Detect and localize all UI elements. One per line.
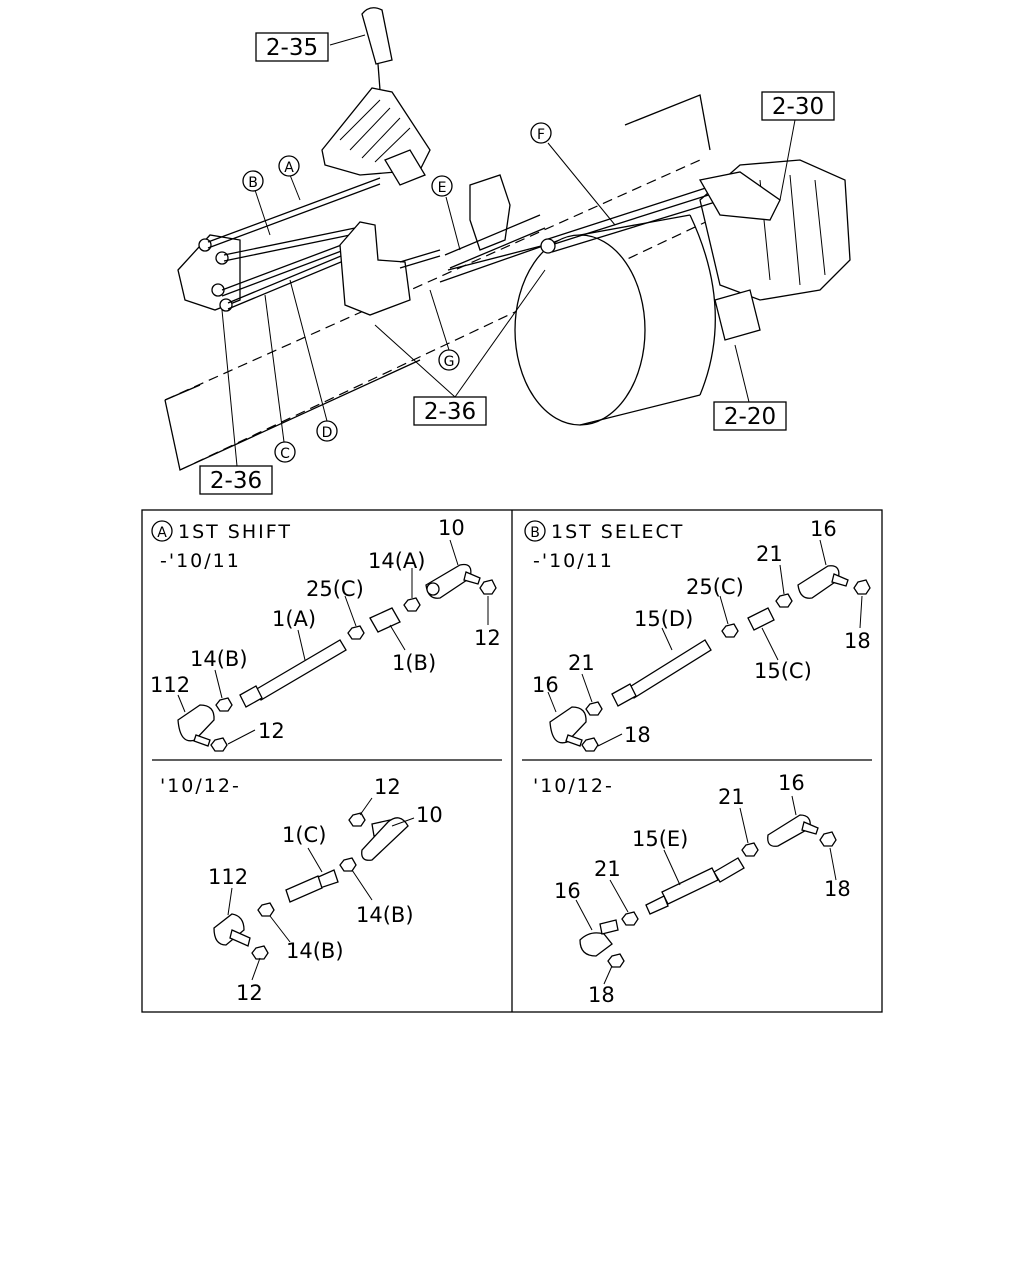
svg-text:2-20: 2-20 <box>724 404 776 430</box>
label-part-18: 18 <box>624 723 651 747</box>
circle-label-b: B <box>242 170 264 192</box>
label-part-14b: 14(B) <box>286 939 344 963</box>
shift-cables <box>447 171 781 271</box>
label-part-16: 16 <box>554 879 581 903</box>
panel-b-title: 1ST SELECT <box>551 521 684 543</box>
ref-box-2-20[interactable]: 2-20 <box>713 401 787 431</box>
svg-text:A: A <box>284 160 294 176</box>
cross-shaft-bracket <box>439 174 561 283</box>
label-part-12: 12 <box>236 981 263 1005</box>
circle-label-g: G <box>438 349 460 371</box>
left-bracket <box>177 234 241 312</box>
panel-a-lower-labels: 12 10 1(C) 112 14(B) 14(B) 12 <box>208 775 443 1005</box>
svg-text:A: A <box>157 525 167 541</box>
ref-box-2-35[interactable]: 2-35 <box>255 32 329 62</box>
svg-text:D: D <box>322 425 333 441</box>
label-part-21: 21 <box>568 651 595 675</box>
label-part-18: 18 <box>588 983 615 1007</box>
circle-label-f: F <box>530 122 552 144</box>
label-part-25c: 25(C) <box>686 575 744 599</box>
circle-label-a: A <box>278 155 300 177</box>
svg-text:2-36: 2-36 <box>424 399 476 425</box>
circle-label-c: C <box>274 441 296 463</box>
panel-b-1st-select: B 1ST SELECT -'10/11 <box>524 517 871 1007</box>
label-part-1c: 1(C) <box>282 823 326 847</box>
panel-a-title: 1ST SHIFT <box>178 521 292 543</box>
svg-text:G: G <box>444 354 455 370</box>
label-part-14b: 14(B) <box>190 647 248 671</box>
label-part-112: 112 <box>208 865 248 889</box>
panel-b-header: B 1ST SELECT -'10/11 <box>524 520 684 572</box>
shift-lever <box>321 7 431 186</box>
label-part-15c: 15(C) <box>754 659 812 683</box>
label-part-12: 12 <box>474 626 501 650</box>
panel-a-upper-labels: 10 14(A) 25(C) 12 1(A) 1(B) 14(B) 112 12 <box>150 516 501 743</box>
panel-a-1st-shift: A 1ST SHIFT -'10/11 <box>150 516 501 1005</box>
label-part-18: 18 <box>844 629 871 653</box>
clutch-housing <box>514 214 716 426</box>
svg-text:C: C <box>280 446 290 462</box>
svg-text:E: E <box>438 180 447 196</box>
label-part-21: 21 <box>718 785 745 809</box>
label-part-112: 112 <box>150 673 190 697</box>
panel-a-upper-parts <box>177 539 497 752</box>
svg-text:F: F <box>537 127 545 143</box>
label-part-16: 16 <box>532 673 559 697</box>
svg-text:B: B <box>248 175 258 191</box>
panel-a-upper-period: -'10/11 <box>160 550 241 572</box>
label-part-15e: 15(E) <box>632 827 688 851</box>
label-part-12: 12 <box>374 775 401 799</box>
panel-a-lower-period: '10/12- <box>160 775 241 797</box>
label-part-12: 12 <box>258 719 285 743</box>
label-part-16: 16 <box>810 517 837 541</box>
label-part-1b: 1(B) <box>392 651 436 675</box>
svg-text:2-35: 2-35 <box>266 35 318 61</box>
panel-b-upper-labels: 16 21 25(C) 15(D) 18 15(C) 21 16 18 <box>532 517 871 747</box>
linkage-rods <box>207 177 381 310</box>
circle-label-e: E <box>431 175 453 197</box>
label-part-10: 10 <box>416 803 443 827</box>
panel-b-lower-period: '10/12- <box>533 775 614 797</box>
ref-box-2-30[interactable]: 2-30 <box>761 91 835 121</box>
ref-box-2-36-left[interactable]: 2-36 <box>199 465 273 495</box>
panel-a-header: A 1ST SHIFT -'10/11 <box>151 520 292 572</box>
label-part-21: 21 <box>756 542 783 566</box>
middle-bracket <box>339 221 441 316</box>
detail-frame <box>141 509 883 1013</box>
panel-b-lower-labels: 16 21 15(E) 21 16 18 18 <box>554 771 851 1007</box>
label-part-15d: 15(D) <box>634 607 693 631</box>
svg-text:2-30: 2-30 <box>772 94 824 120</box>
label-part-10: 10 <box>438 516 465 540</box>
ref-box-2-36-center[interactable]: 2-36 <box>413 396 487 426</box>
panel-b-lower-parts <box>575 795 837 985</box>
circle-label-d: D <box>316 420 338 442</box>
panel-b-upper-period: -'10/11 <box>533 550 614 572</box>
label-part-14b: 14(B) <box>356 903 414 927</box>
label-part-25c: 25(C) <box>306 577 364 601</box>
panel-b-upper-parts <box>547 539 871 752</box>
svg-text:B: B <box>530 525 540 541</box>
label-part-21: 21 <box>594 857 621 881</box>
label-part-16: 16 <box>778 771 805 795</box>
label-part-18: 18 <box>824 877 851 901</box>
label-part-1a: 1(A) <box>272 607 316 631</box>
panel-a-lower-parts <box>213 797 415 981</box>
leader-lines <box>221 34 796 467</box>
label-part-14a: 14(A) <box>368 549 425 573</box>
overview-illustration: 2-35 2-30 2-36 2-20 2-36 A B C <box>164 7 851 495</box>
svg-text:2-36: 2-36 <box>210 468 262 494</box>
